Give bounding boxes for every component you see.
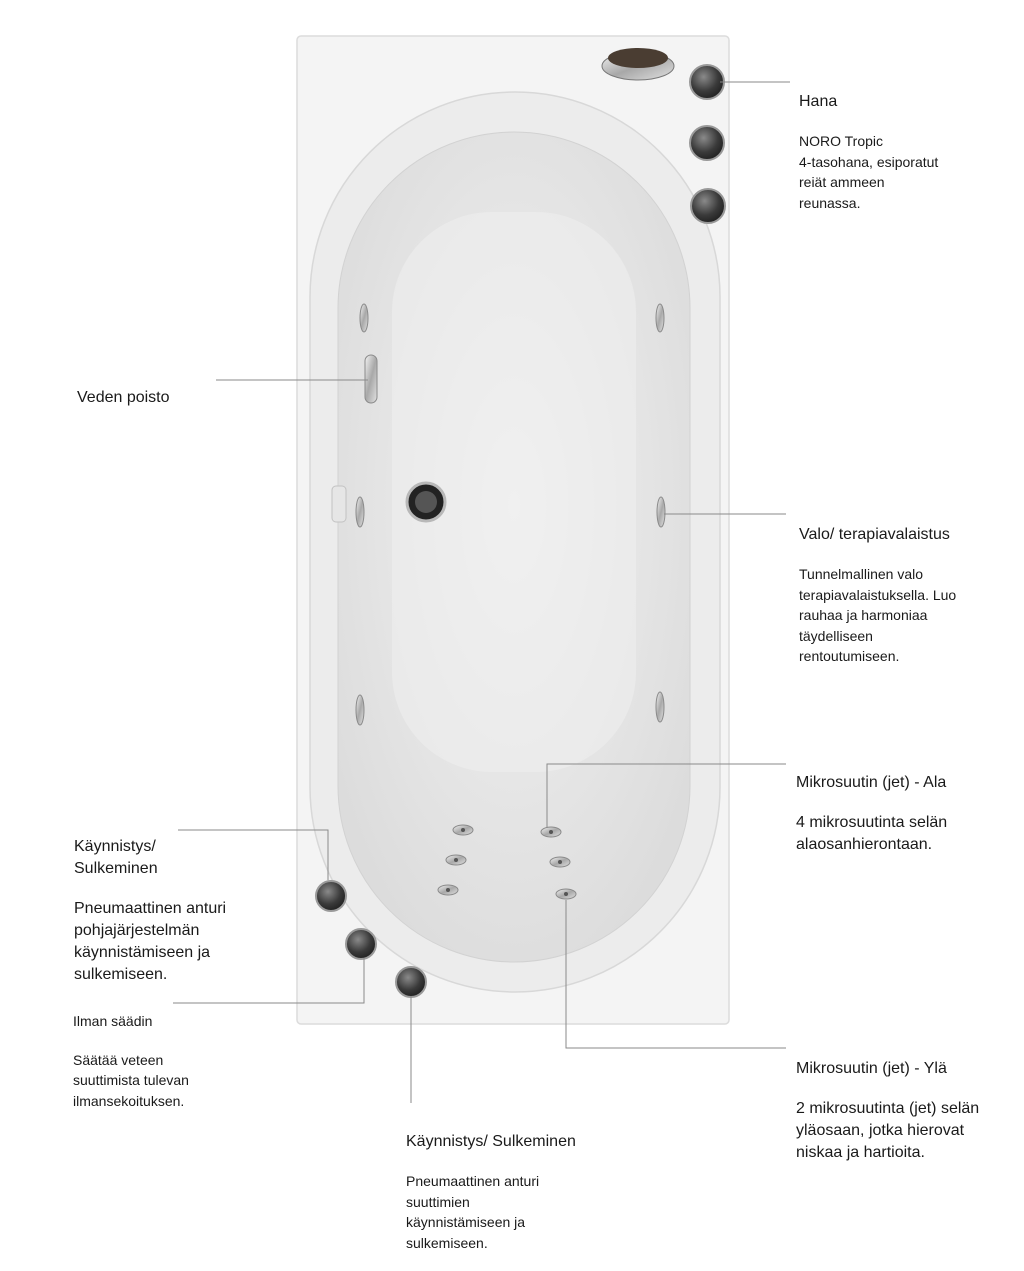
callout-hana: Hana NORO Tropic 4-tasohana, esiporatut … (799, 73, 938, 231)
callout-description: Säätää veteen suuttimista tulevan ilmans… (73, 1051, 189, 1109)
callout-mikrosuutin-yla: Mikrosuutin (jet) - Ylä 2 mikrosuutinta … (796, 1040, 979, 1182)
leader-lines (173, 81, 790, 1103)
callout-title: Käynnistys/ Sulkeminen (406, 1133, 576, 1150)
callout-title: Veden poisto (77, 389, 170, 406)
leader-ilman-saadin (173, 958, 365, 1004)
callout-veden-poisto: Veden poisto (77, 369, 170, 427)
callout-description: 4 mikrosuutinta selän alaosanhierontaan. (796, 814, 948, 853)
leader-mikrosuutin-yla (565, 900, 786, 1049)
callout-mikrosuutin-ala: Mikrosuutin (jet) - Ala 4 mikrosuutinta … (796, 754, 947, 874)
faucet-knob-icon (689, 64, 726, 224)
callout-ilman-saadin: Ilman säädin Säätää veteen suuttimista t… (73, 993, 189, 1129)
leader-mikrosuutin-ala (546, 763, 786, 828)
callout-title: Hana (799, 93, 838, 110)
callout-title: Käynnistys/ Sulkeminen (74, 838, 158, 877)
callout-kaynnistys-suuttimet: Käynnistys/ Sulkeminen Pneumaattinen ant… (406, 1113, 576, 1271)
callout-title: Ilman säädin (73, 1013, 153, 1029)
jet-center-dot (446, 828, 568, 896)
callout-description: Pneumaattinen anturi pohjajärjestelmän k… (74, 900, 227, 983)
pneumatic-button-icon (315, 880, 427, 998)
side-jet-icon (355, 303, 666, 726)
callout-description: 2 mikrosuutinta (jet) selän yläosaan, jo… (796, 1100, 980, 1161)
callout-description: Pneumaattinen anturi suuttimien käynnist… (406, 1173, 540, 1251)
leader-kaynnistys-pohja (178, 829, 329, 880)
callout-valo: Valo/ terapiavalaistus Tunnelmallinen va… (799, 506, 956, 685)
faucet-spout-icon (601, 48, 675, 81)
callout-description: Tunnelmallinen valo terapiavalaistuksell… (799, 566, 957, 664)
overflow-drain-icon (364, 354, 378, 404)
callout-title: Mikrosuutin (jet) - Ylä (796, 1060, 947, 1077)
callout-kaynnistys-pohja: Käynnistys/ Sulkeminen Pneumaattinen ant… (74, 818, 226, 1004)
callout-description: NORO Tropic 4-tasohana, esiporatut reiät… (799, 133, 939, 211)
drain-icon (405, 481, 447, 523)
callout-title: Mikrosuutin (jet) - Ala (796, 774, 947, 791)
air-regulator-icon (345, 928, 377, 960)
tub-floor (392, 212, 636, 772)
light-fixture-icon (331, 485, 347, 523)
callout-title: Valo/ terapiavalaistus (799, 526, 950, 543)
